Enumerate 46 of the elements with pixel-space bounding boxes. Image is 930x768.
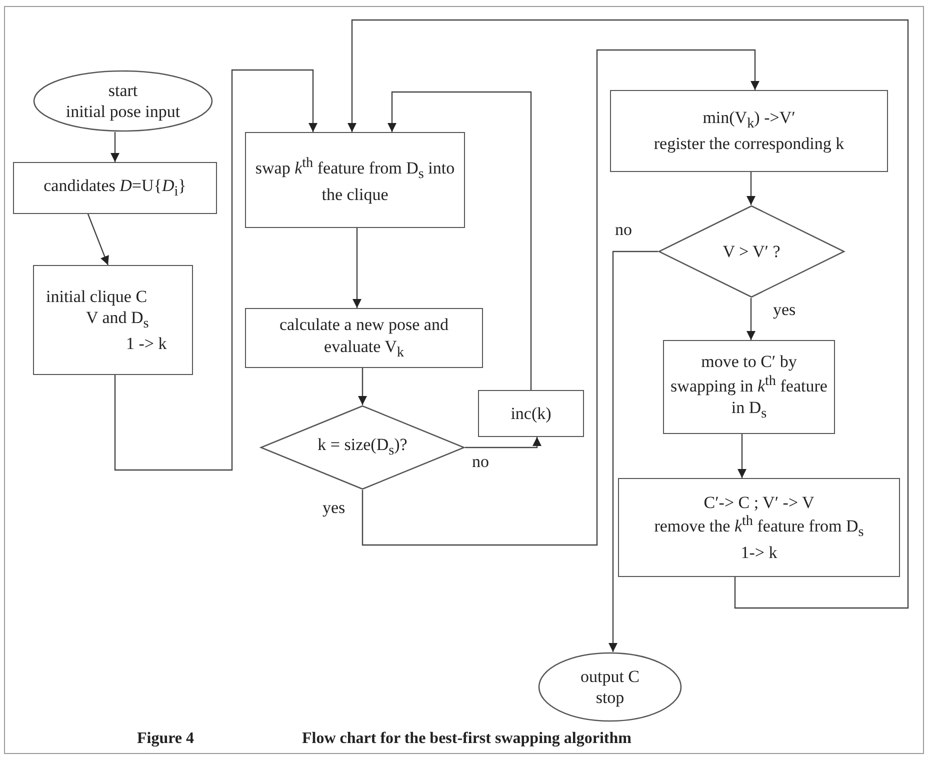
terminal-ellipse	[33, 70, 213, 132]
node-text: initial clique C	[45, 286, 148, 307]
node-text: candidates D=U{D$_{i}$}	[42, 174, 188, 202]
process-box	[33, 265, 193, 375]
node-text: move to C′ by swapping in k$^{th}$ feature in D$_{s}$	[670, 351, 828, 423]
arrow	[352, 228, 362, 308]
decision-diamond	[658, 205, 845, 298]
process-box	[13, 162, 217, 214]
node-text: stop	[594, 687, 626, 708]
arrow	[110, 132, 120, 162]
arrow	[746, 298, 756, 340]
node-text: start	[107, 80, 139, 101]
node-text: calculate a new pose and evaluate V$_{k}$	[278, 314, 450, 362]
arrow	[608, 250, 658, 652]
process-box	[663, 340, 835, 434]
node-text: V and D$_{s}$	[85, 306, 150, 334]
arrow	[465, 437, 542, 448]
figure-caption: Flow chart for the best-first swapping algorithm	[302, 730, 632, 748]
node-text: swap k$^{th}$ feature from D$_{s}$ into the clique	[254, 155, 456, 205]
node-text: remove the k$^{th}$ feature from D$_{s}$	[653, 513, 865, 542]
node-text: inc(k)	[510, 402, 552, 424]
node-text: V > V′ ?	[722, 240, 782, 262]
arrow	[362, 49, 760, 546]
process-box	[618, 478, 900, 577]
arrow	[87, 214, 109, 266]
node-text: 1 -> k	[125, 333, 168, 354]
process-box	[245, 308, 483, 368]
arrow	[746, 172, 756, 205]
node-text: 1-> k	[740, 542, 778, 564]
decision-diamond	[260, 405, 465, 490]
node-text: C′-> C ; V′ -> V	[702, 492, 816, 514]
terminal-ellipse	[538, 652, 682, 722]
node-text: initial pose input	[64, 101, 182, 122]
arrow	[358, 368, 367, 405]
node-text: register the corresponding k	[652, 133, 846, 155]
arrow	[348, 19, 909, 609]
process-box	[245, 132, 465, 228]
process-box	[478, 390, 584, 437]
node-text: output C	[579, 666, 641, 687]
arrow	[738, 434, 746, 478]
figure-number: Figure 4	[137, 730, 194, 748]
process-box	[610, 90, 888, 172]
node-text: min(V$_{k}$) ->V′	[702, 107, 796, 134]
arrow	[388, 91, 532, 390]
arrow	[114, 69, 318, 471]
node-text: k = size(D$_{s}$)?	[316, 434, 408, 461]
